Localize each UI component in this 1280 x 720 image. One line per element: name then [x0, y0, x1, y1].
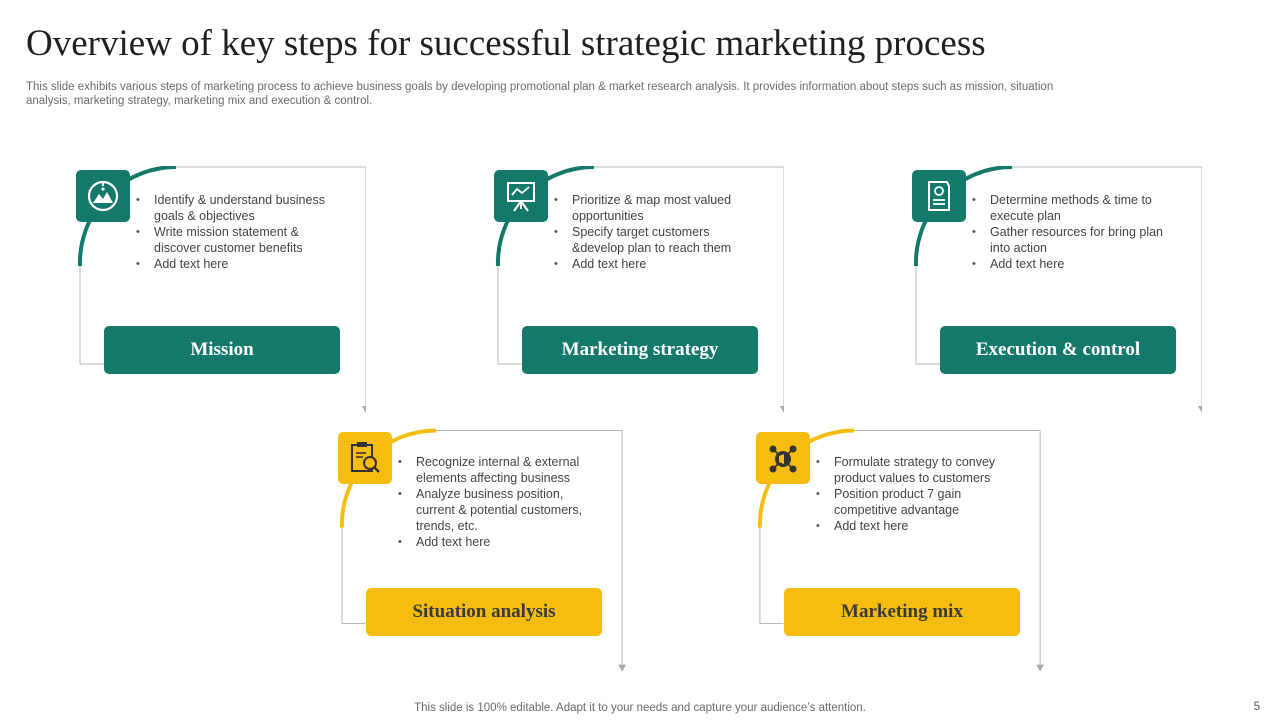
page-number: 5: [1253, 701, 1260, 713]
step-label-execution-control: Execution & control: [940, 326, 1176, 374]
footer-note: This slide is 100% editable. Adapt it to…: [414, 702, 866, 714]
bullet-item: Prioritize & map most valued opportuniti…: [554, 192, 754, 224]
bullet-item: Identify & understand business goals & o…: [136, 192, 336, 224]
slide-title: Overview of key steps for successful str…: [26, 23, 986, 64]
bullet-item: Recognize internal & external elements a…: [398, 454, 598, 486]
bullet-item: Formulate strategy to convey product val…: [816, 454, 1016, 486]
step-label-marketing-strategy: Marketing strategy: [522, 326, 758, 374]
step-label-mission: Mission: [104, 326, 340, 374]
bullet-item: Add text here: [136, 256, 336, 272]
step-label-situation-analysis: Situation analysis: [366, 588, 602, 636]
step-label-marketing-mix: Marketing mix: [784, 588, 1020, 636]
bullet-item: Position product 7 gain competitive adva…: [816, 486, 1016, 518]
step-card-mission: Identify & understand business goals & o…: [76, 166, 366, 414]
bullet-item: Determine methods & time to execute plan: [972, 192, 1172, 224]
document-certificate-icon: [912, 170, 966, 222]
bullet-item: Add text here: [816, 518, 1016, 534]
bullet-list: Prioritize & map most valued opportuniti…: [554, 192, 754, 272]
clipboard-search-icon: [338, 432, 392, 484]
presentation-board-icon: [494, 170, 548, 222]
bullet-item: Specify target customers &develop plan t…: [554, 224, 754, 256]
bullet-list: Recognize internal & external elements a…: [398, 454, 598, 550]
bullet-item: Gather resources for bring plan into act…: [972, 224, 1172, 256]
step-card-marketing-strategy: Prioritize & map most valued opportuniti…: [494, 166, 784, 414]
bullet-list: Formulate strategy to convey product val…: [816, 454, 1016, 534]
bullet-item: Analyze business position, current & pot…: [398, 486, 598, 534]
bullet-list: Identify & understand business goals & o…: [136, 192, 336, 272]
compass-mountain-icon: [76, 170, 130, 222]
step-card-execution-control: Determine methods & time to execute plan…: [912, 166, 1202, 414]
bullet-item: Add text here: [972, 256, 1172, 272]
slide-subtitle: This slide exhibits various steps of mar…: [26, 81, 1054, 107]
step-card-situation-analysis: Recognize internal & external elements a…: [338, 428, 628, 676]
bullet-item: Add text here: [554, 256, 754, 272]
step-card-marketing-mix: Formulate strategy to convey product val…: [756, 428, 1046, 676]
bullet-item: Add text here: [398, 534, 598, 550]
megaphone-network-icon: [756, 432, 810, 484]
bullet-item: Write mission statement & discover custo…: [136, 224, 336, 256]
bullet-list: Determine methods & time to execute plan…: [972, 192, 1172, 272]
